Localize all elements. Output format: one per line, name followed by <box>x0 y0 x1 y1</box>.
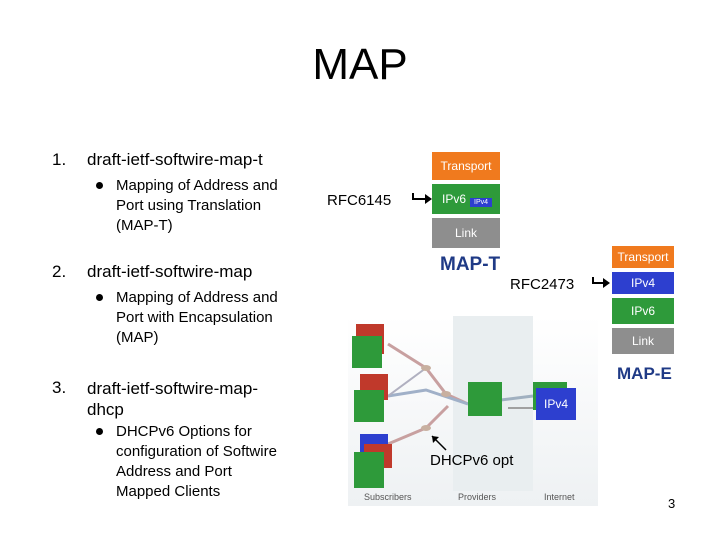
providers-label: Providers <box>458 492 497 502</box>
ipv6-label: IPv6 <box>442 192 467 206</box>
ipv4-internet-node: IPv4 <box>536 388 576 420</box>
transport-layer: Transport <box>432 152 500 180</box>
bullet-line: Mapped Clients <box>116 483 221 500</box>
map-e-caption: MAP-E <box>617 364 672 383</box>
map-t-protocol-stack: Transport IPv6 IPv4 Link <box>432 152 500 248</box>
network-diagram: Private IPv4 IPv4 Subscribers Providers … <box>348 316 598 506</box>
map-t-caption: MAP-T <box>440 254 501 275</box>
bullet-line: Address and Port <box>116 463 232 480</box>
list-bullet-3: DHCPv6 Options for configuration of Soft… <box>116 422 277 502</box>
internet-label: Internet <box>544 492 575 502</box>
ipv4-inner-box: IPv4 <box>470 198 493 207</box>
list-heading-3: draft-ietf-softwire-map- dhcp <box>87 378 258 420</box>
private-ipv4-label: Private IPv4 <box>360 320 387 326</box>
rfc6145-label: RFC6145 <box>327 192 392 209</box>
bullet-line: Mapping of Address and <box>116 289 278 306</box>
bullet-line: Port using Translation <box>116 197 262 214</box>
bullet-dot <box>96 294 103 301</box>
ipv6-layer: IPv6 IPv4 <box>432 184 500 214</box>
bullet-line: (MAP-T) <box>116 217 173 234</box>
heading-line: draft-ietf-softwire-map- <box>87 379 258 398</box>
bullet-line: (MAP) <box>116 329 159 346</box>
list-bullet-1: Mapping of Address and Port using Transl… <box>116 176 278 236</box>
page-number: 3 <box>668 496 676 511</box>
link-layer: Link <box>612 328 674 354</box>
map-e-protocol-stack: Transport IPv4 IPv6 Link <box>612 246 674 356</box>
bullet-line: Port with Encapsulation <box>116 309 273 326</box>
link-layer: Link <box>432 218 500 248</box>
network-links <box>387 316 538 491</box>
subscriber-home-icon <box>352 336 382 368</box>
rfc2473-label: RFC2473 <box>510 276 575 293</box>
list-heading-1: draft-ietf-softwire-map-t <box>87 150 263 169</box>
list-number-2: 2. <box>52 262 67 281</box>
arrow-up-left-icon <box>431 435 447 451</box>
dhcpv6-opt-label: DHCPv6 opt <box>430 452 514 469</box>
list-heading-2: draft-ietf-softwire-map <box>87 262 253 281</box>
bullet-dot <box>96 182 103 189</box>
bullet-line: Mapping of Address and <box>116 177 278 194</box>
transport-layer: Transport <box>612 246 674 268</box>
ipv6-layer: IPv6 <box>612 298 674 324</box>
subscriber-office-icon <box>354 390 384 422</box>
slide-title: MAP <box>312 40 408 89</box>
arrow-right-icon <box>412 193 432 204</box>
ipv4-layer: IPv4 <box>612 272 674 294</box>
list-number-1: 1. <box>52 150 67 169</box>
bullet-line: DHCPv6 Options for <box>116 423 252 440</box>
list-bullet-2: Mapping of Address and Port with Encapsu… <box>116 288 278 348</box>
bullet-line: configuration of Softwire <box>116 443 277 460</box>
provider-node-icon <box>468 382 502 416</box>
subscribers-label: Subscribers <box>364 492 412 502</box>
subscriber-building-icon <box>354 452 384 488</box>
list-number-3: 3. <box>52 378 67 397</box>
heading-line: dhcp <box>87 400 124 419</box>
bullet-dot <box>96 428 103 435</box>
arrow-right-icon <box>592 277 610 288</box>
